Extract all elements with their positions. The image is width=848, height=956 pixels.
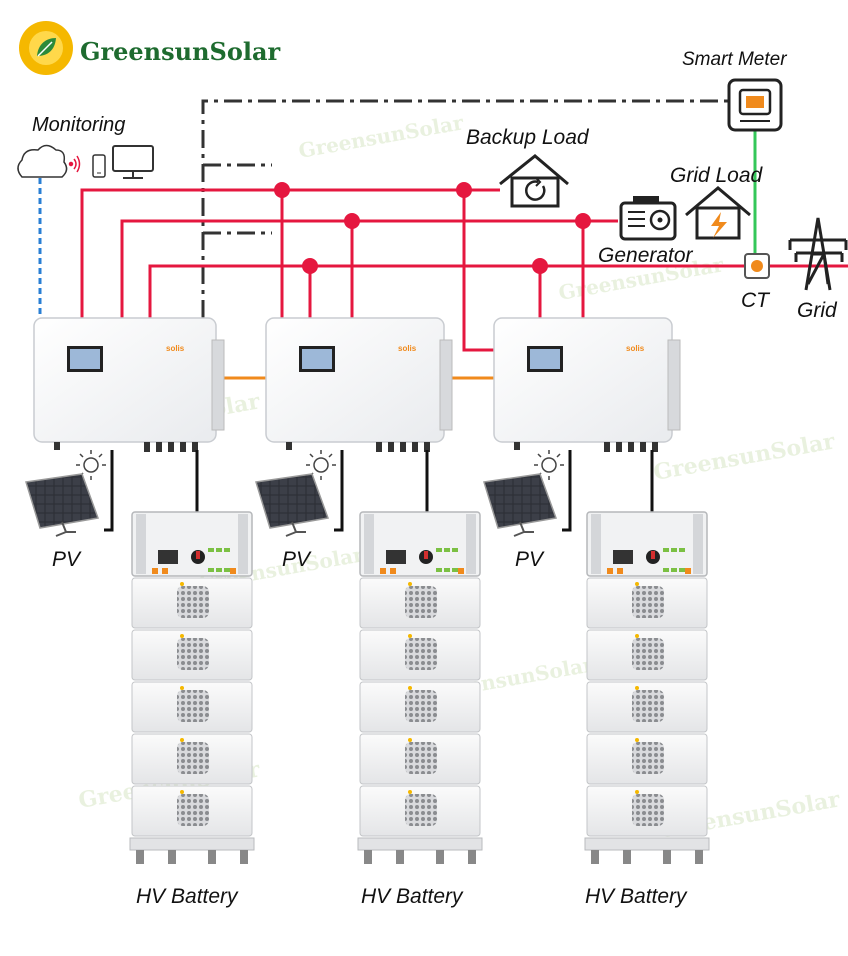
pv-array: PV: [255, 450, 336, 571]
inverter-brand: solis: [626, 344, 645, 353]
brand-name: GreensunSolar: [80, 37, 281, 66]
comm-lines: [201, 99, 732, 318]
solar-panel-icon: [255, 473, 330, 537]
generator-icon: [619, 196, 677, 241]
hv-battery: [129, 511, 255, 864]
smart-meter: Smart Meter: [682, 49, 787, 132]
backup-load: Backup Load: [466, 126, 590, 208]
solar-panel-icon: [483, 473, 558, 537]
ct-label: CT: [741, 289, 771, 312]
pv-label: PV: [282, 548, 312, 571]
monitor-icon: [112, 145, 154, 179]
junction-dots: [274, 182, 591, 274]
ct: CT: [741, 253, 771, 312]
sun-icon: [76, 450, 106, 480]
house-backup-icon: [499, 154, 569, 208]
hv-battery: [357, 511, 483, 864]
inverter: solis: [33, 317, 225, 452]
battery-label: HV Battery: [136, 885, 239, 908]
backup-load-label: Backup Load: [466, 126, 590, 149]
grid-load: Grid Load: [670, 164, 764, 240]
wifi-icon: [68, 155, 81, 173]
smart-meter-label: Smart Meter: [682, 49, 787, 70]
generator: Generator: [598, 196, 694, 267]
pv-array: PV: [483, 450, 564, 571]
solar-panel-icon: [25, 473, 100, 537]
monitoring-label: Monitoring: [32, 114, 125, 136]
inverter-brand: solis: [398, 344, 417, 353]
phone-icon: [92, 154, 106, 178]
pv-label: PV: [52, 548, 82, 571]
grid-label: Grid: [797, 299, 838, 322]
generator-label: Generator: [598, 244, 694, 267]
pv-array: PV: [25, 450, 106, 571]
battery-label: HV Battery: [361, 885, 464, 908]
house-lightning-icon: [685, 186, 751, 240]
transmission-tower-icon: [788, 217, 848, 291]
grid: Grid: [788, 217, 848, 322]
inverter-brand: solis: [166, 344, 185, 353]
watermark-text: GreensunSolar: [652, 428, 838, 486]
sun-logo-icon: [19, 21, 73, 75]
hv-battery: [584, 511, 710, 864]
monitoring: Monitoring: [17, 114, 154, 179]
cloud-icon: [17, 144, 68, 178]
inverter: solis: [493, 317, 681, 452]
watermark-text: GreensunSolar: [297, 110, 466, 163]
grid-load-label: Grid Load: [670, 164, 764, 187]
sun-icon: [306, 450, 336, 480]
pv-label: PV: [515, 548, 545, 571]
battery-label: HV Battery: [585, 885, 688, 908]
meter-comm-line: [201, 99, 732, 318]
dc-links: [104, 450, 654, 532]
logo: GreensunSolar: [19, 21, 281, 75]
inverter: solis: [265, 317, 453, 452]
sun-icon: [534, 450, 564, 480]
